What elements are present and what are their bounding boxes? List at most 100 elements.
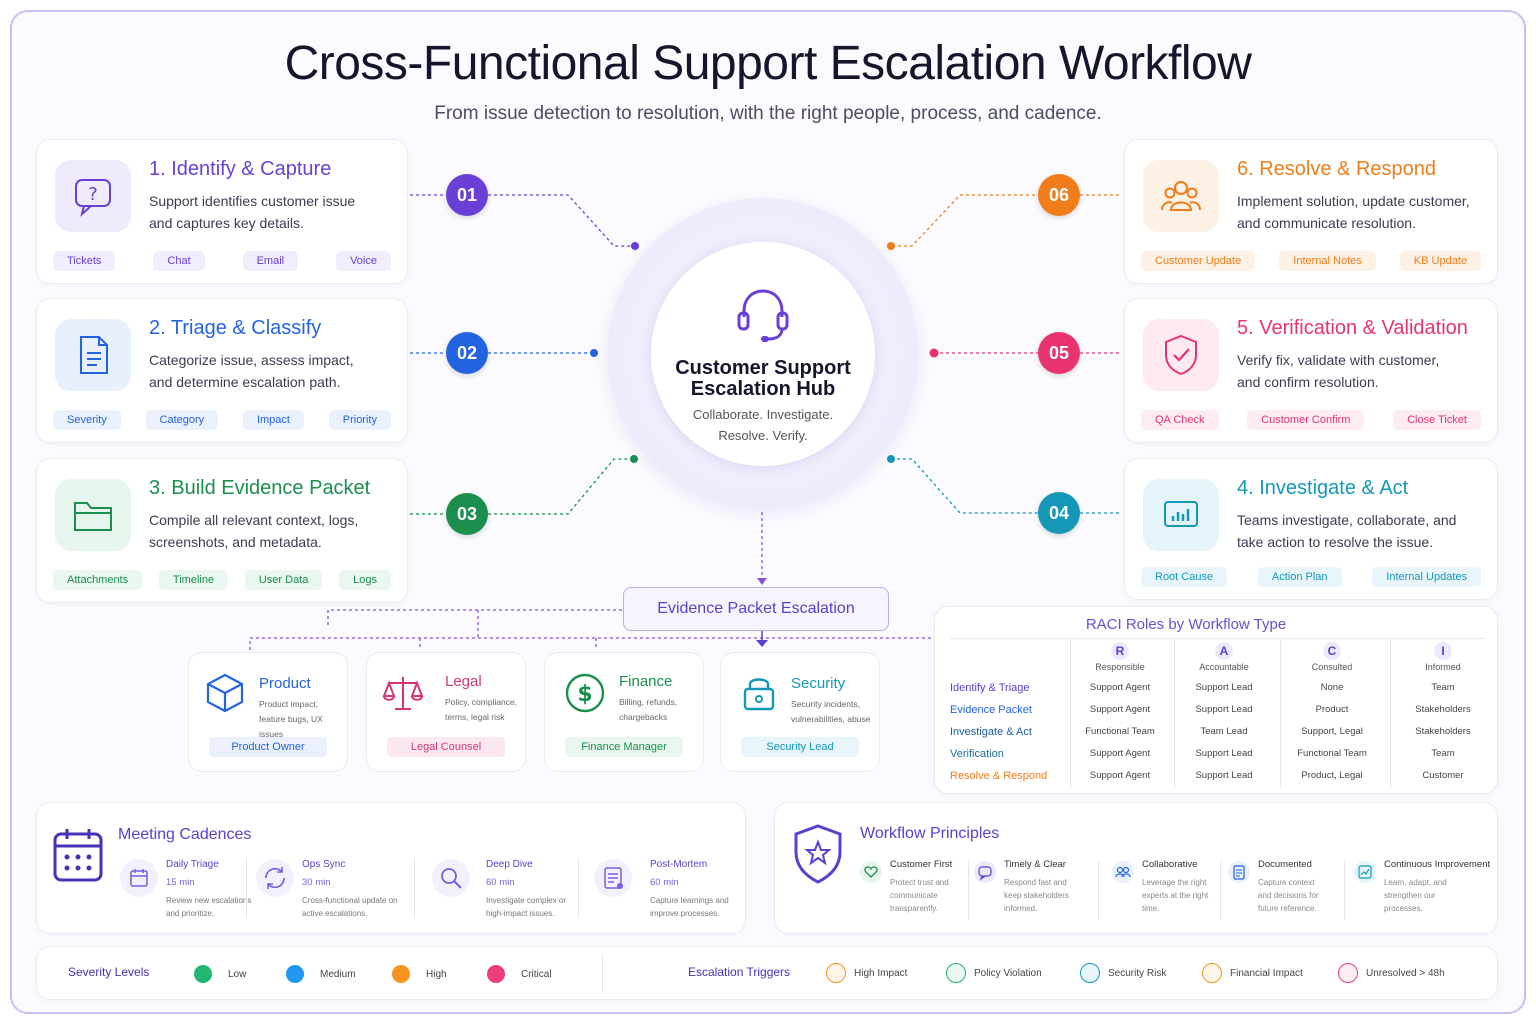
step-title: 3. Build Evidence Packet [149, 477, 371, 499]
team-role[interactable]: Finance Manager [565, 737, 683, 757]
tag[interactable]: Close Ticket [1393, 410, 1481, 430]
chat-icon [974, 861, 996, 883]
meetings-title: Meeting Cadences [118, 826, 252, 843]
step-card-identify[interactable]: ? 1. Identify & Capture Support identifi… [36, 139, 408, 284]
raci-row: Resolve & Respond Support Agent Support … [950, 770, 1464, 782]
evidence-escalation-box[interactable]: Evidence Packet Escalation [623, 587, 889, 631]
tag[interactable]: Customer Confirm [1247, 410, 1365, 430]
step-title: 5. Verification & Validation [1237, 317, 1468, 339]
tag[interactable]: Impact [242, 410, 304, 430]
raci-row: Verification Support Agent Support Lead … [950, 748, 1455, 760]
step-card-verification[interactable]: 5. Verification & Validation Verify fix,… [1124, 298, 1498, 443]
tag[interactable]: Internal Updates [1372, 567, 1481, 587]
shield-check-icon [1143, 319, 1219, 391]
team-card-security[interactable]: Security Security incidents, vulnerabili… [720, 652, 880, 772]
chart-icon [1143, 479, 1219, 551]
step-title: 2. Triage & Classify [149, 317, 322, 339]
lock-icon [1080, 963, 1100, 983]
step-card-evidence[interactable]: 3. Build Evidence Packet Compile all rel… [36, 458, 408, 603]
tag[interactable]: Severity [53, 410, 121, 430]
document-icon [1228, 861, 1250, 883]
headset-icon [737, 289, 789, 342]
tag[interactable]: Category [145, 410, 219, 430]
team-card-product[interactable]: Product Product impact, feature bugs, UX… [188, 652, 348, 772]
box-icon [206, 673, 244, 713]
step-card-resolve[interactable]: 6. Resolve & Respond Implement solution,… [1124, 139, 1498, 284]
step-card-investigate[interactable]: 4. Investigate & Act Teams investigate, … [1124, 458, 1498, 600]
team-role[interactable]: Product Owner [209, 737, 327, 757]
severity-critical: Critical [487, 965, 552, 983]
magnifier-icon [432, 859, 470, 897]
document-icon [55, 319, 131, 391]
step-badge: 06 [1038, 174, 1080, 216]
shield-icon [946, 963, 966, 983]
trigger-policy-violation: Policy Violation [946, 963, 1042, 983]
hub-subtitle: Collaborate. Investigate. Resolve. Verif… [692, 407, 834, 443]
step-desc: Verify fix, validate with customer, and … [1237, 352, 1440, 390]
tag[interactable]: Customer Update [1141, 251, 1256, 271]
step-desc: Categorize issue, assess impact, and det… [149, 352, 354, 390]
step-desc: Compile all relevant context, logs, scre… [149, 512, 359, 550]
severity-medium: Medium [286, 965, 356, 983]
team-desc: Security incidents, vulnerabilities, abu… [791, 699, 871, 724]
dollar-icon [1202, 963, 1222, 983]
team-desc: Product impact, feature bugs, UX issues [259, 699, 323, 739]
tag[interactable]: Voice [336, 251, 391, 271]
tag[interactable]: Attachments [53, 570, 143, 590]
step-card-triage[interactable]: 2. Triage & Classify Categorize issue, a… [36, 298, 408, 443]
step-badge: 05 [1038, 332, 1080, 374]
tag[interactable]: Email [242, 251, 299, 271]
team-name: Legal [445, 673, 482, 690]
tag[interactable]: KB Update [1399, 251, 1481, 271]
tag[interactable]: QA Check [1141, 410, 1219, 430]
triggers-title: Escalation Triggers [688, 965, 791, 979]
step-desc: Teams investigate, collaborate, and take… [1237, 512, 1457, 550]
trigger-financial-impact: Financial Impact [1202, 963, 1303, 983]
step-badge: 04 [1038, 492, 1080, 534]
trigger-high-impact: High Impact [826, 963, 907, 983]
tag[interactable]: Timeline [158, 570, 229, 590]
page-title: Cross-Functional Support Escalation Work… [284, 37, 1252, 90]
step-title: 6. Resolve & Respond [1237, 158, 1437, 180]
tag[interactable]: Tickets [53, 251, 116, 271]
severity-title: Severity Levels [68, 965, 150, 979]
raci-row: Evidence Packet Support Agent Support Le… [950, 704, 1471, 716]
heart-icon [860, 861, 882, 883]
legend-bar [36, 946, 1498, 1000]
page-subtitle: From issue detection to resolution, with… [434, 103, 1102, 124]
team-name: Finance [619, 673, 673, 690]
team-desc: Billing, refunds, chargebacks [619, 697, 678, 722]
step-desc: Support identifies customer issue and ca… [149, 193, 356, 231]
team-card-legal[interactable]: Legal Policy, compliance, terms, legal r… [366, 652, 526, 772]
trend-icon [1354, 861, 1376, 883]
team-card-finance[interactable]: $ Finance Billing, refunds, chargebacks … [544, 652, 704, 772]
calendar-icon [120, 859, 158, 897]
tag[interactable]: Logs [339, 570, 391, 590]
raci-row: Identify & Triage Support Agent Support … [950, 682, 1455, 694]
step-badge: 03 [446, 493, 488, 535]
tag[interactable]: Action Plan [1257, 567, 1342, 587]
team-role[interactable]: Legal Counsel [387, 737, 505, 757]
tag[interactable]: Chat [153, 251, 205, 271]
tag[interactable]: Priority [328, 410, 391, 430]
team-role[interactable]: Security Lead [741, 737, 859, 757]
impact-icon [826, 963, 846, 983]
trigger-security-risk: Security Risk [1080, 963, 1166, 983]
step-title: 1. Identify & Capture [149, 158, 332, 180]
step-desc: Implement solution, update customer, and… [1237, 193, 1470, 231]
report-icon [594, 859, 632, 897]
team-name: Product [259, 675, 311, 692]
sync-icon [256, 859, 294, 897]
svg-text:$: $ [577, 682, 592, 707]
lock-icon [743, 678, 775, 711]
tag[interactable]: User Data [244, 570, 323, 590]
team-desc: Policy, compliance, terms, legal risk [445, 697, 518, 722]
tag[interactable]: Internal Notes [1279, 251, 1376, 271]
tag[interactable]: Root Cause [1141, 567, 1228, 587]
hub-center[interactable] [651, 242, 875, 466]
step-badge: 02 [446, 332, 488, 374]
step-title: 4. Investigate & Act [1237, 477, 1409, 499]
